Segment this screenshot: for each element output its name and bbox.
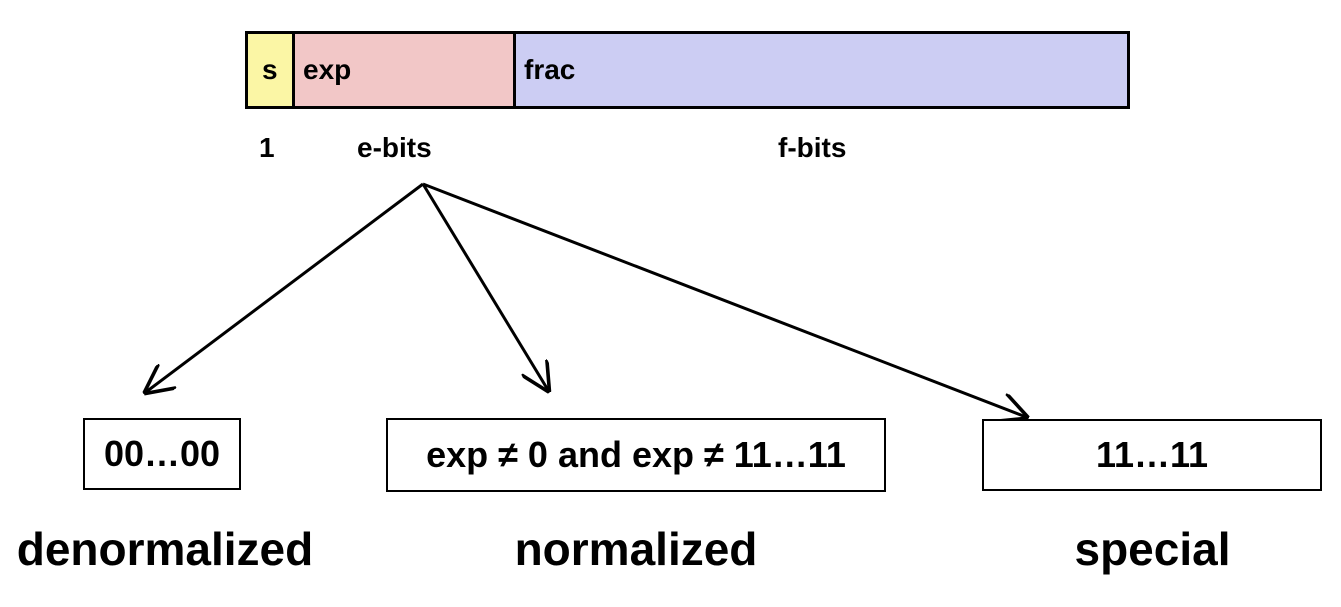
sign-width-label: 1: [259, 132, 275, 163]
normalized-pattern-box: exp ≠ 0 and exp ≠ 11…11: [386, 418, 886, 492]
arrow-to-normalized: [421, 183, 548, 390]
sign-field: s: [248, 34, 295, 106]
exponent-field: exp: [295, 34, 516, 106]
denormalized-pattern-box: 00…00: [83, 418, 241, 490]
exponent-width-label: e-bits: [357, 132, 432, 163]
special-title: special: [1074, 523, 1231, 575]
arrow-to-denormalized: [146, 182, 424, 392]
denormalized-title: denormalized: [16, 523, 314, 575]
fraction-field: frac: [516, 34, 1127, 106]
fraction-width-label: f-bits: [778, 132, 847, 163]
special-pattern-box: 11…11: [982, 419, 1322, 491]
arrow-to-special: [422, 182, 1026, 417]
normalized-title: normalized: [514, 523, 758, 575]
float-format-bar: s exp frac: [245, 31, 1130, 109]
